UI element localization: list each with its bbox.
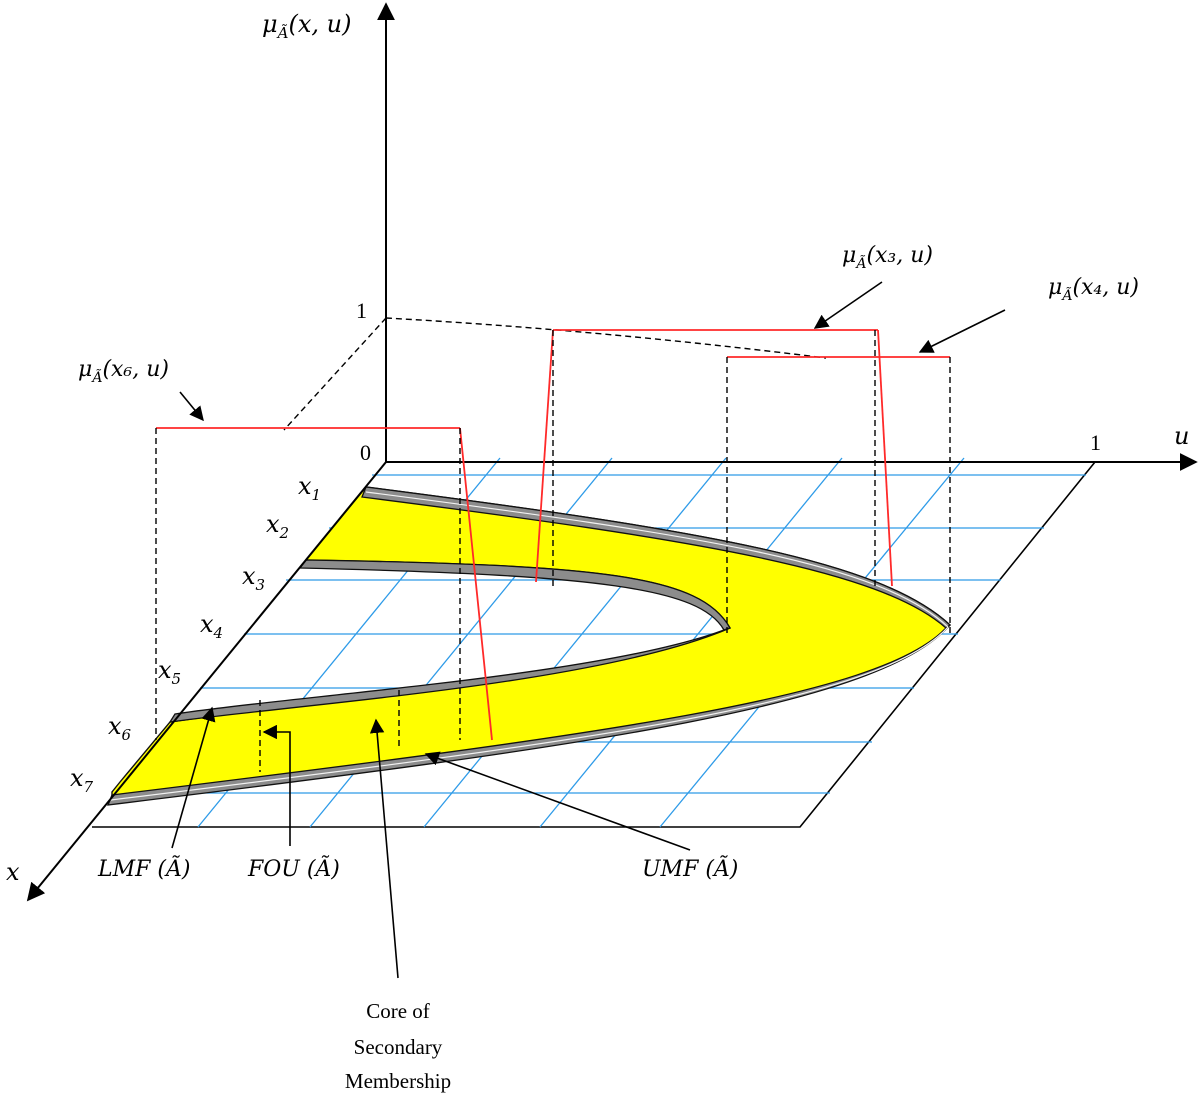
core-label-line1: Core of (366, 999, 430, 1023)
lmf-lower-band (168, 627, 731, 723)
umf-label: UMF (Ã) (642, 854, 738, 882)
label-mu-x3: μÃ(x₃, u) (842, 243, 933, 272)
x-tick-7: x7 (70, 764, 94, 796)
vertical-axis-args: (x, u) (288, 10, 351, 38)
u-one-label: 1 (1090, 430, 1101, 455)
x-tick-5: x5 (158, 656, 181, 688)
x-tick-4: x4 (200, 610, 223, 642)
x-tick-3: x3 (242, 562, 265, 594)
label-mu-x6: μÃ(x₆, u) (78, 357, 169, 386)
x-tick-1: x1 (298, 472, 321, 504)
axes (26, 2, 1198, 902)
x-axis (26, 461, 387, 902)
secondary-mf-x3 (535, 329, 893, 587)
origin-label: 0 (360, 440, 371, 465)
core-dashes (259, 690, 400, 772)
core-label-line3: Membership (345, 1069, 451, 1093)
vertical-axis-mu: μ (262, 10, 278, 38)
x-axis-label: x (6, 858, 20, 886)
callout-arrows (171, 281, 1006, 979)
umf-lower-band (106, 624, 951, 806)
x-tick-6: x6 (108, 712, 132, 744)
secondary-mf-x6 (155, 427, 493, 741)
vertical-axis-sub: Ã (276, 24, 289, 42)
footprint-of-uncertainty (106, 486, 952, 806)
lmf-label: LMF (Ã) (97, 854, 190, 882)
fou-label: FOU (Ã) (247, 854, 340, 882)
core-label-line2: Secondary (354, 1035, 443, 1059)
vertical-axis-label: μÃ(x, u) (262, 10, 351, 42)
vertical-one-label: 1 (356, 298, 367, 323)
label-mu-x4: μÃ(x₄, u) (1048, 275, 1139, 304)
x-tick-2: x2 (266, 510, 289, 542)
level-one-curve (385, 317, 827, 359)
u-axis-label: u (1174, 422, 1189, 450)
plane-outline (92, 461, 1096, 828)
x-tick-labels: x1 x2 x3 x4 x5 x6 x7 (70, 472, 321, 796)
level-one-diagonal (283, 317, 387, 431)
secondary-mf-x4 (726, 356, 951, 634)
